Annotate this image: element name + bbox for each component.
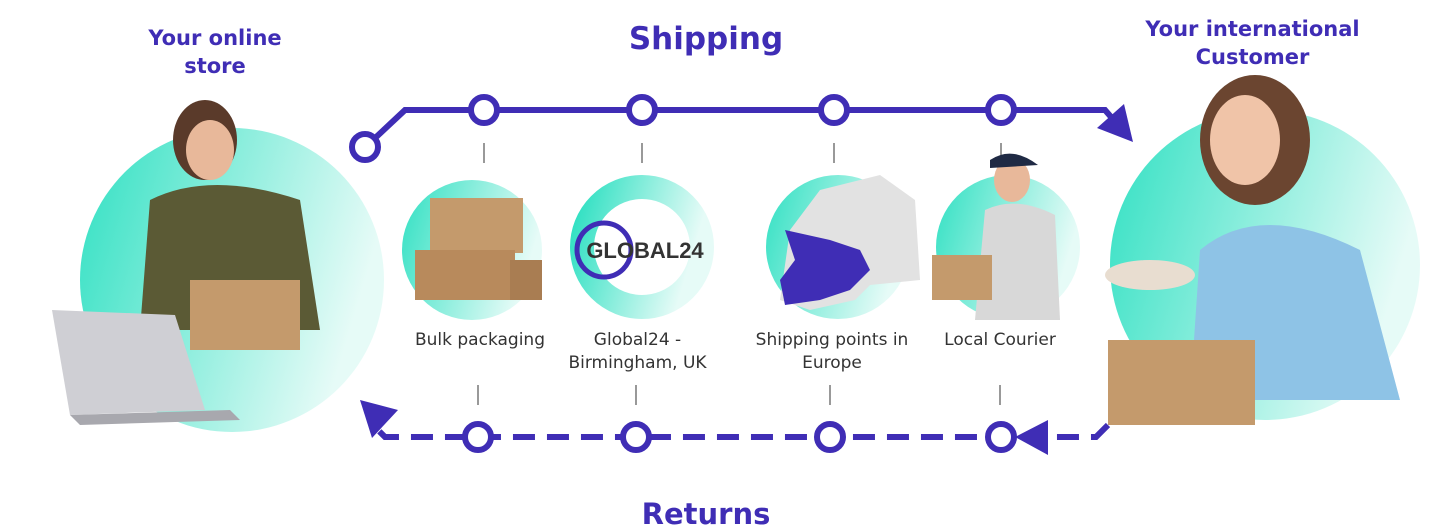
returns-title: Returns [641, 497, 771, 531]
route-start-node [349, 131, 381, 163]
return-node-2 [620, 421, 652, 453]
step-label-europe: Shipping points in Europe [755, 330, 909, 373]
shipping-title: Shipping [628, 21, 784, 57]
step-label-global24: Global24 - Birmingham, UK [568, 330, 707, 373]
return-node-3 [814, 421, 846, 453]
step-image-bulk [402, 180, 542, 320]
shipping-node-1 [468, 94, 500, 126]
step-image-europe [766, 175, 920, 319]
store-title: Your online store [148, 26, 282, 78]
step-image-global24: GLOBAL24 [570, 175, 714, 319]
shipping-node-4 [985, 94, 1017, 126]
returns-inbound-arrowhead [1015, 420, 1048, 455]
customer-photo [1105, 75, 1400, 425]
store-owner-photo [52, 100, 320, 425]
global24-logo-text: GLOBAL24 [586, 238, 704, 263]
step-label-courier: Local Courier [944, 330, 1056, 350]
step-image-courier [932, 153, 1080, 320]
returns-arrowhead [360, 400, 398, 438]
shipping-node-2 [626, 94, 658, 126]
return-node-1 [462, 421, 494, 453]
shipping-node-3 [818, 94, 850, 126]
step-label-bulk: Bulk packaging [414, 330, 545, 350]
return-node-4 [985, 421, 1017, 453]
shipping-arrowhead [1097, 104, 1133, 142]
returns-route [372, 422, 1111, 440]
customer-title: Your international Customer [1145, 17, 1360, 69]
connector-ticks [477, 143, 1002, 405]
